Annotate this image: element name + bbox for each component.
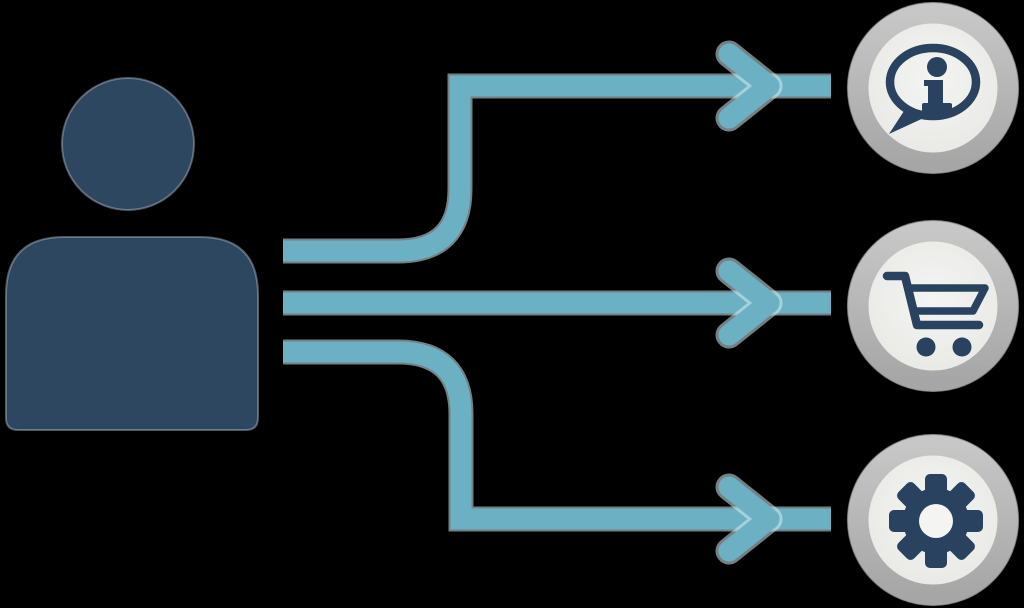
gear-icon (889, 474, 983, 568)
badge-ring-edge (846, 1, 1020, 175)
user-body (5, 236, 259, 431)
shopping-cart-icon (882, 271, 989, 357)
speech-bubble-outline (885, 43, 981, 121)
speech-bubble-tail (889, 108, 928, 134)
arrowhead-icon (718, 476, 780, 562)
arrow-user-to-info (283, 40, 831, 264)
user-head (61, 77, 195, 211)
user-icon (5, 77, 259, 431)
arrow-user-to-settings (283, 339, 831, 565)
info-i-dot (927, 57, 947, 77)
cart-wheel-right (952, 337, 972, 357)
arrowhead-icon (718, 260, 780, 346)
cart-wheel-left (916, 337, 936, 357)
target-info-badge (846, 1, 1020, 175)
badge-ring-edge (846, 433, 1020, 607)
info-speech-bubble-icon (885, 43, 981, 134)
arrow-user-to-cart (283, 257, 831, 349)
target-cart-badge (846, 219, 1020, 393)
badge-ring (847, 220, 1019, 392)
info-i-base (922, 103, 952, 112)
target-settings-badge (846, 433, 1020, 607)
info-i-stem (924, 80, 943, 104)
arrow-line (283, 341, 831, 530)
cart-basket (904, 284, 989, 315)
arrow-line (283, 75, 831, 262)
badge-ring-edge (846, 219, 1020, 393)
gear-hole (919, 504, 953, 538)
gear-teeth (889, 474, 983, 568)
arrowhead-icon (718, 43, 780, 129)
